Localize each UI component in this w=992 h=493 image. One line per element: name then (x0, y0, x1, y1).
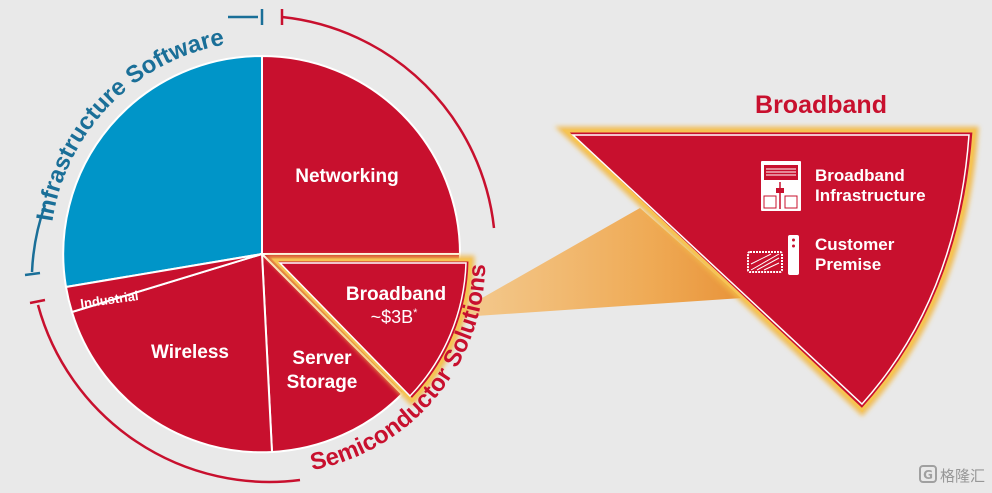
semi-bracket-end-left (29, 298, 46, 305)
detail-triangle-inner-line (571, 134, 970, 406)
software-bracket-end-bottom (24, 271, 41, 277)
detail-item-2-line1: Customer (815, 235, 895, 254)
slice-wireless[interactable] (70, 252, 274, 454)
semi-bracket-arc-upper (281, 15, 496, 229)
modem-router-icon (747, 235, 799, 275)
software-bracket-arc (30, 204, 47, 273)
slice-infrastructure-software[interactable] (62, 54, 263, 289)
detail-item-1-line1: Broadband (815, 166, 905, 185)
networking-label: Networking (295, 166, 398, 187)
slice-server-storage[interactable] (260, 251, 404, 454)
footnote-marker: * (413, 307, 418, 319)
watermark-logo-icon (919, 465, 937, 483)
broadband-slice-label: Broadband (346, 284, 446, 305)
server-storage-label-line2: Storage (287, 372, 358, 393)
watermark-logo-glyph: G (923, 468, 933, 482)
revenue-pie-chart: Networking Broadband ~$3B* Server Storag… (62, 54, 475, 454)
wireless-label: Wireless (151, 342, 229, 363)
detail-item-1-line2: Infrastructure (815, 186, 926, 205)
detail-title: Broadband (755, 91, 887, 119)
slice-networking[interactable] (261, 54, 462, 255)
semi-bracket-arc-lower (36, 304, 301, 484)
detail-triangle (562, 129, 976, 413)
slice-industrial[interactable] (64, 253, 263, 314)
broadband-value-label: ~$3B* (371, 307, 419, 327)
detail-item-2-line2: Premise (815, 255, 881, 274)
segment-brackets (24, 9, 496, 484)
highlight-beam (447, 208, 742, 318)
server-storage-label-line1: Server (292, 348, 352, 369)
watermark: G 格隆汇 (919, 465, 985, 485)
broadband-detail-panel: Broadband Broadband Infrastructure (554, 91, 979, 417)
broadband-inner-line (278, 262, 467, 398)
broadband-outline (271, 258, 472, 403)
watermark-text: 格隆汇 (940, 467, 985, 485)
server-cabinet-icon (761, 161, 801, 211)
